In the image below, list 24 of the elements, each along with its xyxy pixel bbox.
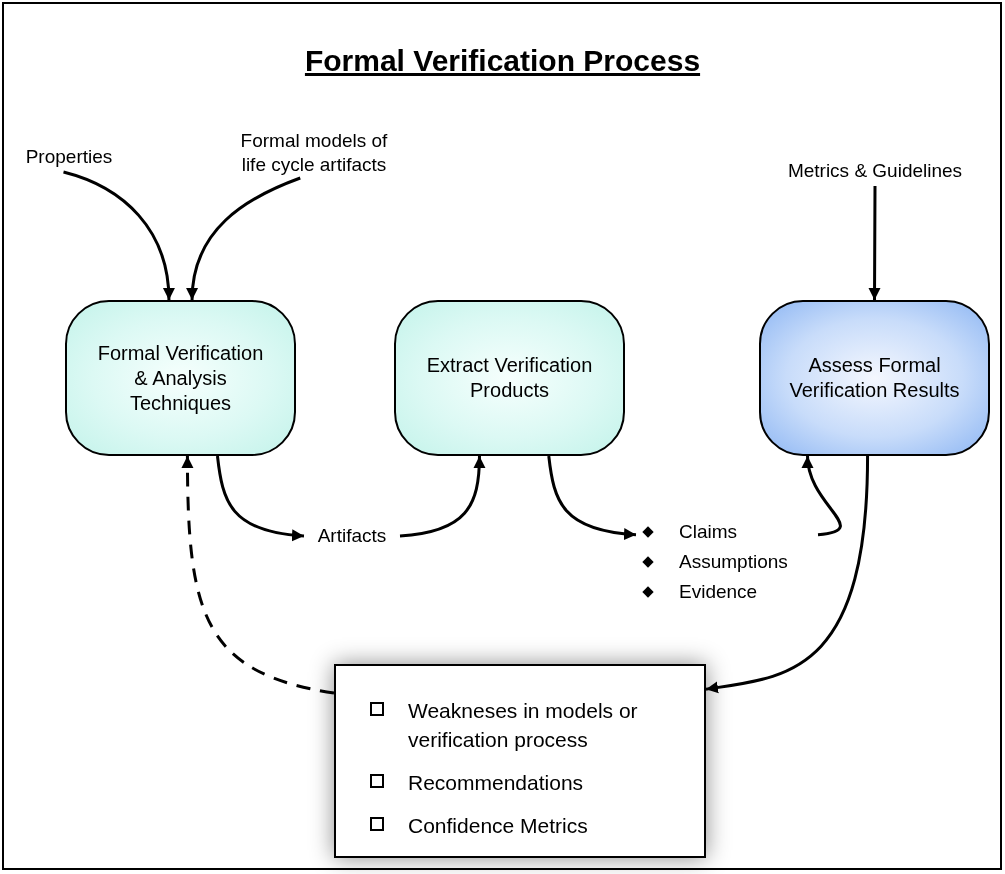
process-box: Formal Verification & Analysis Techniques xyxy=(65,300,296,456)
input-label: Artifacts xyxy=(304,522,400,550)
process-box: Extract Verification Products xyxy=(394,300,625,456)
arrow xyxy=(181,456,335,695)
arrow xyxy=(215,455,305,541)
arrow xyxy=(63,170,175,301)
list-item: Confidence Metrics xyxy=(408,813,588,839)
arrow xyxy=(868,186,881,300)
result-box xyxy=(334,664,706,858)
list-item: Claims xyxy=(679,520,738,544)
arrow xyxy=(705,455,870,694)
input-label: Formal models of life cycle artifacts xyxy=(228,128,400,178)
arrow xyxy=(802,455,842,537)
list-item: Assumptions xyxy=(679,550,788,574)
input-label: Properties xyxy=(14,142,124,172)
arrow xyxy=(186,176,301,301)
arrow xyxy=(547,455,637,540)
arrow xyxy=(399,455,486,538)
process-box: Assess Formal Verification Results xyxy=(759,300,990,456)
list-item: Evidence xyxy=(679,580,758,604)
list-item: Weakneses in models or verification process xyxy=(408,698,639,753)
list-item: Recommendations xyxy=(408,770,584,796)
input-label: Metrics & Guidelines xyxy=(760,156,990,186)
diagram-title: Formal Verification Process xyxy=(303,43,702,79)
